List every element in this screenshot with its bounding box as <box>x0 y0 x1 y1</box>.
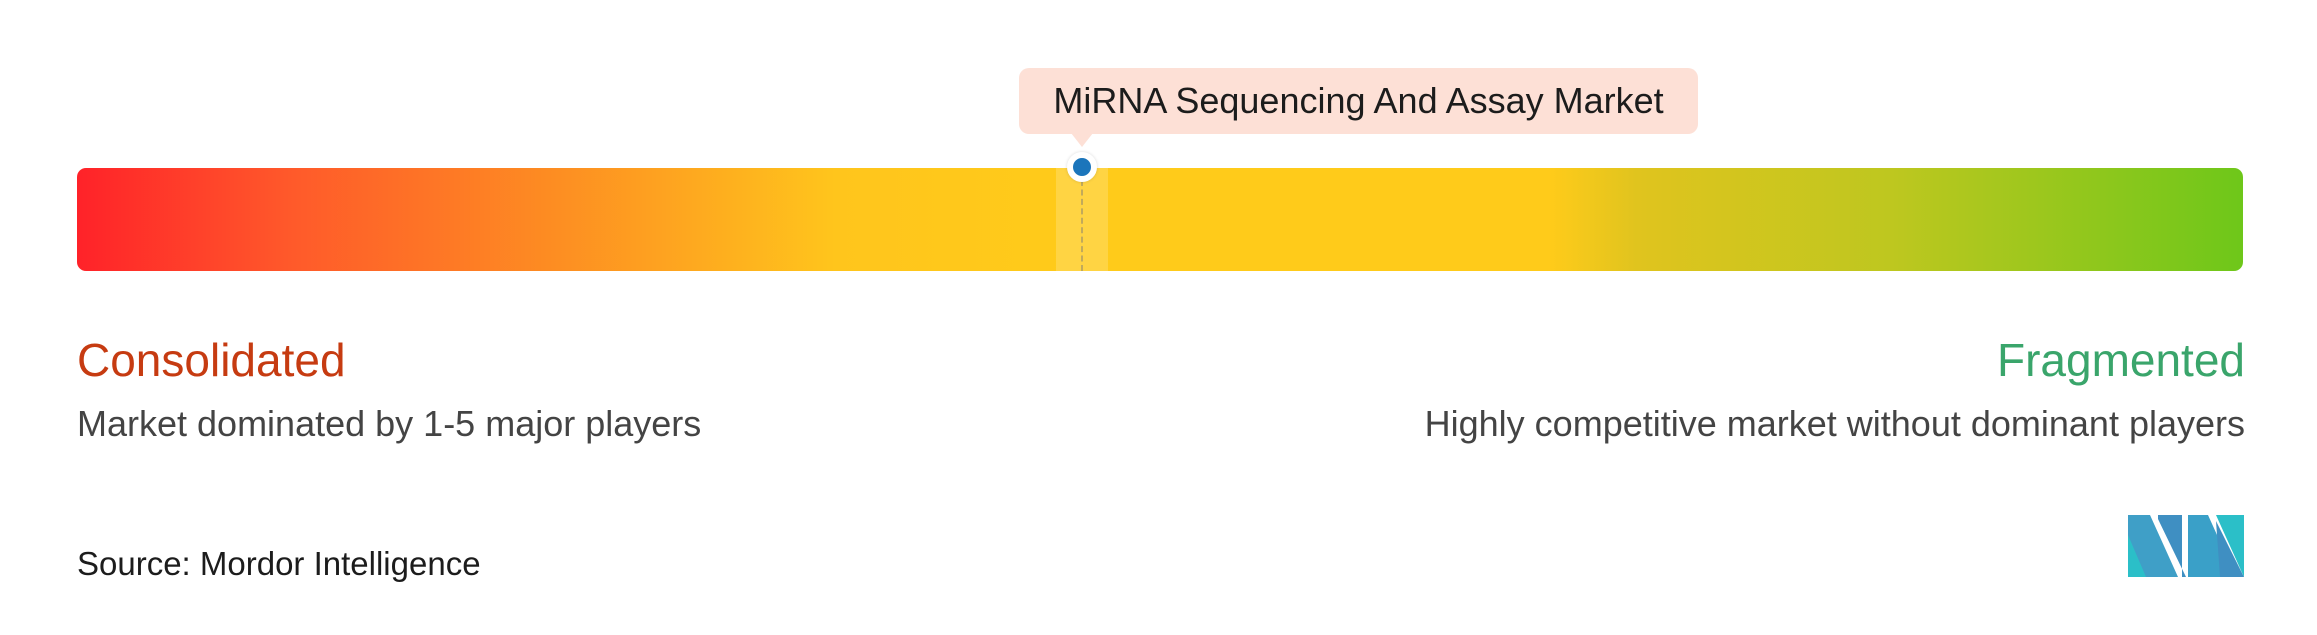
consolidated-label: Consolidated <box>77 334 346 386</box>
marker-highlight-band <box>1056 168 1109 271</box>
callout-pointer <box>1071 133 1094 147</box>
source-note: Source: Mordor Intelligence <box>77 545 481 582</box>
consolidated-description: Market dominated by 1-5 major players <box>77 403 702 444</box>
marker-dashed-line <box>1081 180 1084 271</box>
market-name-callout: MiRNA Sequencing And Assay Market <box>1019 68 1698 134</box>
fragmented-description: Highly competitive market without domina… <box>1424 403 2245 444</box>
concentration-gradient-bar <box>77 168 2243 271</box>
fragmented-label: Fragmented <box>1996 334 2245 386</box>
mordor-intelligence-logo-icon <box>2128 515 2244 577</box>
market-position-marker <box>1067 152 1098 182</box>
